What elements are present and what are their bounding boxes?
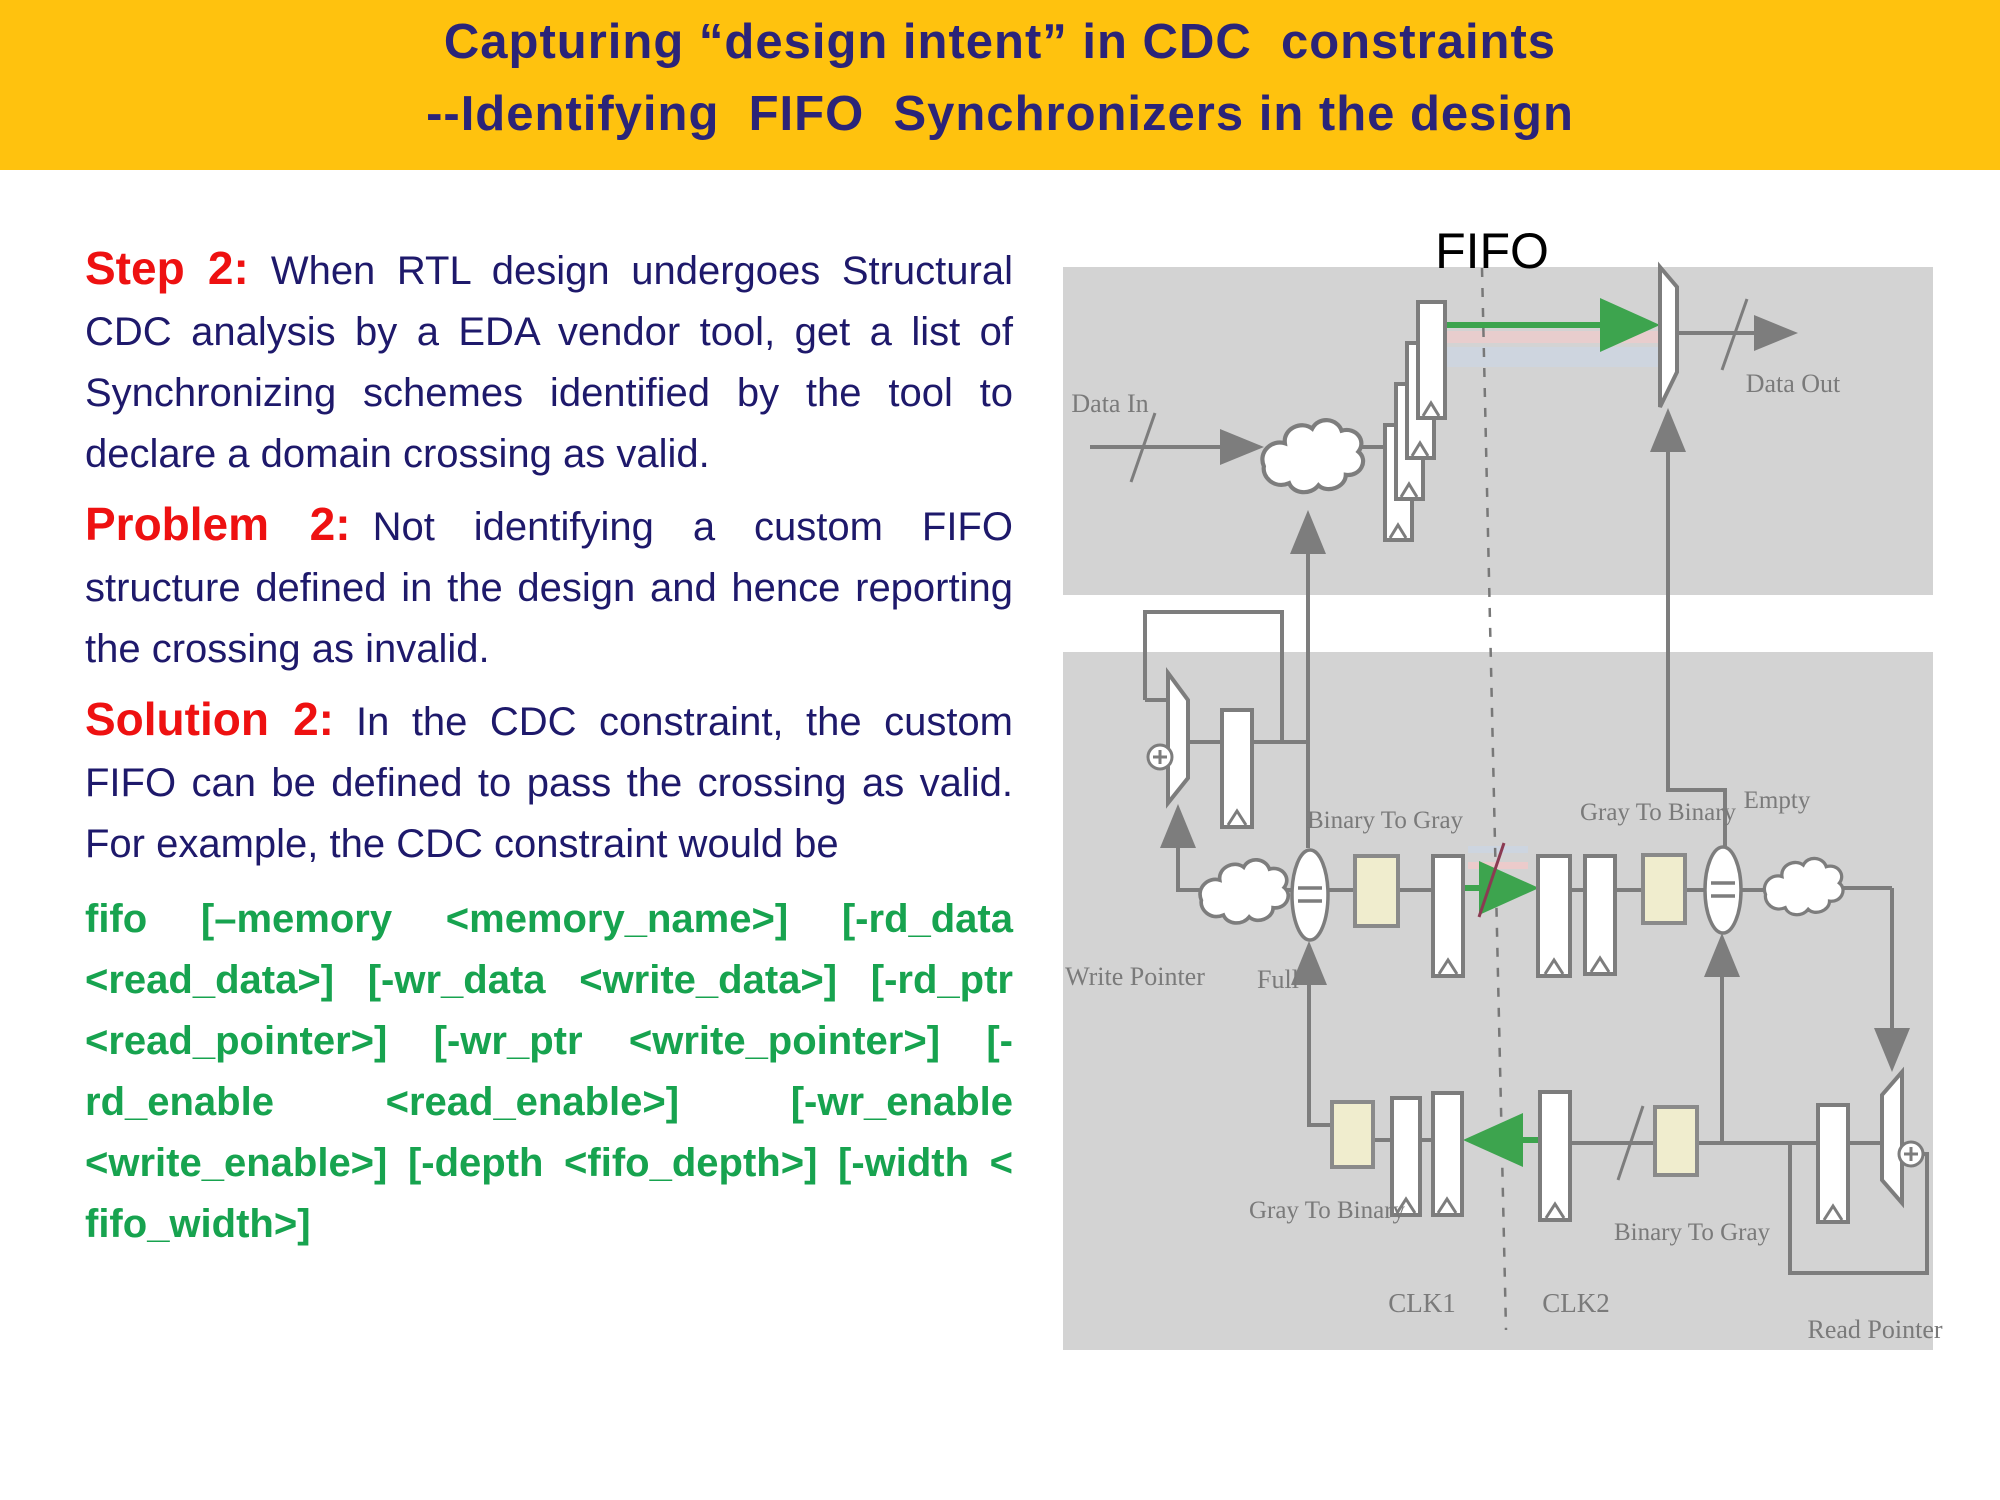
binary-to-gray-box-bottom bbox=[1653, 1105, 1699, 1177]
blue-stripe-small bbox=[1468, 846, 1528, 853]
body-text-column: Step 2:When RTL design undergoes Structu… bbox=[85, 238, 1013, 1264]
crossing-slash bbox=[1477, 842, 1506, 918]
pointer-logic-background bbox=[1063, 652, 1933, 1350]
write-pointer-register bbox=[1220, 708, 1254, 829]
gray-to-binary-bottom-label: Gray To Binary bbox=[1249, 1197, 1406, 1224]
binary-to-gray-top-label: Binary To Gray bbox=[1307, 807, 1464, 834]
paragraph-problem2: Problem 2:Not identifying a custom FIFO … bbox=[85, 494, 1013, 680]
read-pointer-mux bbox=[1880, 1066, 1904, 1209]
full-comparator bbox=[1290, 848, 1330, 942]
binary-to-gray-bottom-label: Binary To Gray bbox=[1614, 1219, 1771, 1246]
slide-title-line1: Capturing “design intent” in CDC constra… bbox=[443, 15, 1557, 69]
cdc-constraint-code: fifo [–memory <memory_name>] [-rd_data <… bbox=[85, 897, 1013, 1246]
write-incrementer-icon bbox=[1146, 743, 1174, 771]
read-pointer-feedback-loop bbox=[1788, 1143, 1929, 1275]
sync-registers-read-row bbox=[1390, 1090, 1572, 1222]
write-domain-background bbox=[1063, 267, 1933, 595]
green-crossing-arrows bbox=[1445, 298, 1660, 1167]
clk2-label: CLK2 bbox=[1542, 1288, 1610, 1318]
read-pointer-label: Read Pointer bbox=[1807, 1315, 1942, 1344]
fifo-diagram-title: FIFO bbox=[1435, 223, 1549, 279]
gray-to-binary-top-label: Gray To Binary bbox=[1580, 799, 1737, 826]
step2-text: When RTL design undergoes Structural CDC… bbox=[85, 249, 1013, 476]
binary-to-gray-box-write bbox=[1353, 854, 1400, 928]
pink-stripe bbox=[1445, 331, 1658, 343]
write-pointer-label: Write Pointer bbox=[1065, 962, 1205, 991]
empty-label: Empty bbox=[1744, 787, 1811, 814]
read-incrementer-icon bbox=[1897, 1140, 1925, 1168]
paragraph-solution2: Solution 2:In the CDC constraint, the cu… bbox=[85, 689, 1013, 875]
title-banner: Capturing “design intent” in CDC constra… bbox=[0, 0, 2000, 170]
clk1-label: CLK1 bbox=[1388, 1288, 1456, 1318]
problem2-text: Not identifying a custom FIFO structure … bbox=[85, 505, 1013, 671]
slide-title-line2: --Identifying FIFO Synchronizers in the … bbox=[426, 87, 1574, 141]
full-label: Full bbox=[1257, 965, 1299, 994]
paragraph-step2: Step 2:When RTL design undergoes Structu… bbox=[85, 238, 1013, 485]
problem2-heading: Problem 2: bbox=[85, 498, 351, 550]
empty-comparator bbox=[1703, 845, 1743, 935]
data-in-label: Data In bbox=[1071, 389, 1148, 418]
step2-heading: Step 2: bbox=[85, 242, 249, 294]
read-pointer-register bbox=[1816, 1103, 1850, 1224]
blue-stripe bbox=[1445, 347, 1658, 367]
solution2-heading: Solution 2: bbox=[85, 693, 334, 745]
fifo-diagram: FIFO Data In Data Out Write Pointer Full… bbox=[1063, 223, 1943, 1350]
sync-registers-write-row bbox=[1431, 854, 1617, 978]
solution2-text: In the CDC constraint, the custom FIFO c… bbox=[85, 700, 1013, 866]
memory-register-stack bbox=[1383, 300, 1447, 542]
gray-to-binary-box-bottom bbox=[1330, 1100, 1375, 1169]
gray-to-binary-box-read bbox=[1641, 853, 1687, 925]
data-out-label: Data Out bbox=[1746, 369, 1841, 398]
data-out-mux bbox=[1658, 261, 1679, 408]
